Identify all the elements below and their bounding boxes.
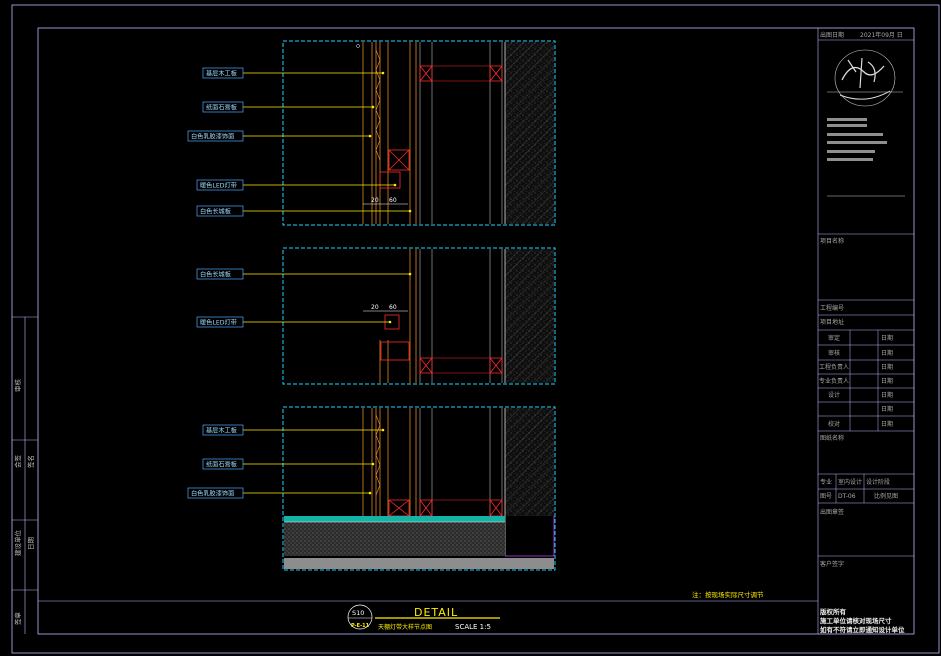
badge-code: P-E-11 [351, 623, 370, 629]
left-strip: 审核 会签 签名 日期 建设单位 签章 [12, 316, 38, 634]
scale-label: 比例见图 [874, 492, 898, 500]
callout-bot-0: 基层木工板 [206, 427, 237, 435]
role-6: 校对 [828, 420, 840, 428]
client-label: 客户签字 [820, 560, 844, 568]
strip-label-3: 日期 [27, 537, 35, 551]
drawing-title: S10 P-E-11 DETAIL 天棚灯带大样节点图 SCALE 1:5 [347, 604, 500, 631]
drawing-name-label: 图纸名称 [820, 434, 844, 442]
callout-bot-2: 白色乳胶漆饰面 [191, 490, 234, 498]
date-word-1: 日期 [881, 349, 893, 357]
detail-bottom: 基层木工板 纸面石膏板 白色乳胶漆饰面 [187, 406, 556, 571]
detail-middle: 20 60 白色长城板 暖色LED灯带 [196, 247, 556, 385]
role-4: 设计 [828, 391, 840, 399]
date-word-6: 日期 [881, 420, 893, 428]
callout-top-3: 暖色LED灯带 [200, 182, 237, 190]
drawing-no-value: DT-06 [838, 493, 856, 500]
dim-mid-a: 20 [371, 304, 379, 311]
date-label: 出图日期 [820, 31, 844, 39]
date-value: 2021年09月 日 [860, 31, 903, 39]
callout-top-1: 纸面石膏板 [206, 104, 237, 112]
strip-label-4: 建设单位 [13, 530, 22, 557]
project-no-label: 工程编号 [820, 304, 844, 312]
date-word-5: 日期 [881, 405, 893, 413]
inner-frame [37, 27, 915, 635]
detail-heading: DETAIL [414, 606, 458, 619]
role-2: 工程负责人 [819, 363, 849, 371]
date-word-4: 日期 [881, 391, 893, 399]
callout-top-2: 白色乳胶漆饰面 [191, 133, 234, 141]
dim-top-b: 60 [389, 197, 397, 204]
strip-label-0: 审核 [13, 379, 22, 393]
copyright-title: 版权所有 [819, 607, 847, 616]
discipline-value: 室内设计 [838, 478, 862, 486]
badge-number: S10 [352, 609, 364, 617]
role-3: 专业负责人 [819, 377, 849, 385]
outer-frame [11, 4, 940, 654]
copyright-line-0: 施工单位请核对现场尺寸 [820, 616, 892, 625]
stamp-label: 出图章签 [820, 508, 844, 516]
role-1: 审核 [828, 349, 840, 357]
callout-mid-1: 暖色LED灯带 [200, 319, 237, 327]
phase-value: 设计阶段 [866, 478, 890, 486]
date-word-3: 日期 [881, 377, 893, 385]
date-word-0: 日期 [881, 334, 893, 342]
project-name-label: 项目名称 [820, 237, 844, 245]
project-location-label: 项目地址 [820, 318, 844, 326]
detail-top: 20 60 基层木工板 纸面石膏板 白色乳胶漆饰面 暖色LED灯带 白色长城板 [187, 40, 556, 226]
detail-subtitle: 天棚灯带大样节点图 [378, 623, 432, 631]
title-block: 出图日期 2021年09月 日 项目名称 工程编号 项目地址 [818, 31, 914, 634]
company-logo-icon [827, 49, 903, 107]
site-note: 注：按现场实际尺寸调节 [692, 590, 764, 599]
date-word-2: 日期 [881, 363, 893, 371]
callout-bot-1: 纸面石膏板 [206, 461, 237, 469]
callout-top-4: 白色长城板 [200, 208, 231, 216]
copyright-line-1: 如有不符请立即通知设计单位 [820, 625, 905, 634]
strip-label-5: 签章 [13, 612, 22, 626]
dim-mid-b: 60 [389, 304, 397, 311]
callout-mid-0: 白色长城板 [200, 271, 231, 279]
strip-label-2: 签名 [26, 455, 35, 468]
detail-scale: SCALE 1:5 [455, 623, 491, 631]
callout-top-0: 基层木工板 [206, 70, 237, 78]
role-0: 审定 [828, 334, 840, 342]
strip-label-1: 会签 [13, 455, 22, 469]
discipline-label: 专业 [820, 478, 832, 486]
drawing-no-label: 图号 [820, 493, 832, 500]
dim-top-a: 20 [371, 197, 379, 204]
